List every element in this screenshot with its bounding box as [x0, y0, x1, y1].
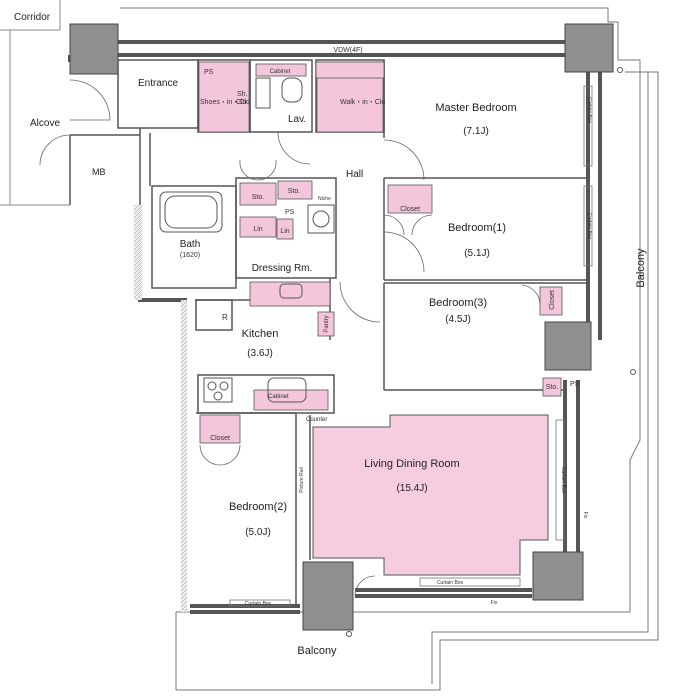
label-closet-bed3: Closet — [549, 290, 556, 310]
label-living-dining: Living Dining Room — [364, 458, 459, 470]
label-closet-bed2: Closet — [210, 435, 230, 442]
label-curtain-box-bed2: Curtain Box — [245, 601, 272, 607]
pillar-right-mid — [544, 321, 592, 371]
label-curtain-box-bed1: Curtain Box — [586, 213, 592, 240]
balcony-outline — [120, 7, 659, 691]
label-kitchen: Kitchen — [242, 328, 279, 340]
master-top-strip — [315, 61, 385, 79]
label-ps-ldr: PS — [570, 381, 580, 388]
pillars — [69, 23, 614, 631]
drain-bottom — [346, 631, 352, 637]
bathtub — [159, 191, 223, 233]
label-bedroom3: Bedroom(3) — [429, 297, 487, 309]
bath-fixtures — [159, 77, 335, 403]
pillar-bottom-left — [302, 561, 354, 631]
label-balcony-right: Balcony — [635, 248, 647, 288]
label-walk-in-closet: Walk・in・Clo — [340, 99, 385, 106]
storage-areas — [198, 61, 563, 444]
label-pantry: Pantry — [324, 315, 330, 332]
label-lav: Lav. — [288, 114, 306, 125]
label-ps-entrance: PS — [204, 69, 214, 76]
label-lin2: Lin — [280, 228, 289, 235]
label-bath: Bath — [180, 239, 201, 250]
label-balcony-bottom: Balcony — [297, 645, 337, 657]
living-dining-fill — [312, 414, 549, 576]
label-sto-ldr: Sto. — [546, 384, 559, 391]
pillar-bottom-right — [532, 551, 584, 601]
label-counter: Counter — [306, 417, 327, 423]
shoes-closet-fill — [198, 61, 250, 133]
label-bath-size: (1620) — [180, 252, 200, 259]
label-refrigerator: R — [222, 313, 228, 322]
label-closet-bed1: Closet — [400, 206, 420, 213]
label-entrance: Entrance — [138, 78, 178, 89]
label-fix-ldr-right: Fix — [582, 512, 588, 519]
label-bedroom1-size: (5.1J) — [464, 248, 490, 259]
corridor-boundary — [0, 0, 70, 206]
hatched-wall-left — [134, 205, 142, 300]
label-hall: Hall — [346, 169, 363, 180]
cabinet-kitchen-fill — [253, 389, 329, 411]
drain-right-lower — [630, 369, 636, 375]
sto1-fill — [239, 182, 277, 206]
stove — [203, 377, 233, 403]
label-clo-shoes: Clo — [236, 99, 247, 106]
window-frames — [229, 85, 593, 607]
label-niche: Niche — [318, 196, 331, 202]
cabinet-lav-fill — [255, 63, 307, 77]
lin1-fill — [239, 216, 277, 238]
labels: Corridor Alcove MB Entrance PS Shoes・in・… — [14, 12, 647, 657]
label-shoes-in-closet: Shoes・in・Clo — [200, 99, 250, 106]
drain-right — [617, 67, 623, 73]
lin2-fill — [276, 218, 294, 240]
label-bedroom2-size: (5.0J) — [245, 527, 271, 538]
label-dressing-room: Dressing Rm. — [252, 263, 313, 274]
lav-sink — [255, 77, 271, 109]
label-sto2: Sto. — [288, 188, 301, 195]
label-sh: Sh. — [237, 91, 248, 98]
label-curtain-box-ldr-right: Curtain Box — [560, 467, 566, 494]
door-swings — [39, 79, 541, 597]
label-picture-rail: Picture Rail — [299, 467, 305, 493]
label-corridor: Corridor — [14, 12, 51, 23]
dressing-sink — [279, 283, 303, 299]
label-bedroom2: Bedroom(2) — [229, 501, 287, 513]
label-cabinet-lav: Cabinet — [270, 69, 291, 75]
toilet — [281, 77, 303, 103]
pantry-fill — [317, 311, 335, 337]
interior-walls — [69, 59, 588, 606]
sink-counter-fill — [249, 281, 331, 307]
sto-ldr-fill — [542, 377, 562, 397]
label-vdw: VDW(4F) — [333, 47, 362, 54]
label-mb: MB — [92, 167, 106, 177]
label-fix-ldr-bottom: Fix — [491, 600, 498, 606]
hatched-wall-lower-left — [181, 300, 187, 612]
kitchen-sink — [267, 377, 307, 403]
label-sto1: Sto. — [252, 194, 265, 201]
label-master-bedroom: Master Bedroom — [435, 102, 516, 114]
label-ps-hall: PS — [285, 209, 295, 216]
label-master-bedroom-size: (7.1J) — [463, 126, 489, 137]
pillar-top-left — [69, 23, 119, 75]
label-curtain-box-master: Curtain Box — [586, 97, 592, 124]
closet-bed1-fill — [387, 184, 433, 214]
label-curtain-box-ldr-top: Curtain Box — [437, 580, 464, 586]
pillar-top-right — [564, 23, 614, 73]
label-bedroom1: Bedroom(1) — [448, 222, 506, 234]
washing-machine — [307, 204, 335, 234]
label-bedroom3-size: (4.5J) — [445, 314, 471, 325]
closet-bed2-fill — [199, 414, 241, 444]
label-kitchen-size: (3.6J) — [247, 348, 273, 359]
label-lin1: Lin — [253, 226, 262, 233]
label-living-dining-size: (15.4J) — [396, 483, 427, 494]
label-alcove: Alcove — [30, 118, 60, 129]
label-cabinet-kitchen: Cabinet — [268, 394, 289, 400]
sto2-fill — [277, 180, 313, 200]
